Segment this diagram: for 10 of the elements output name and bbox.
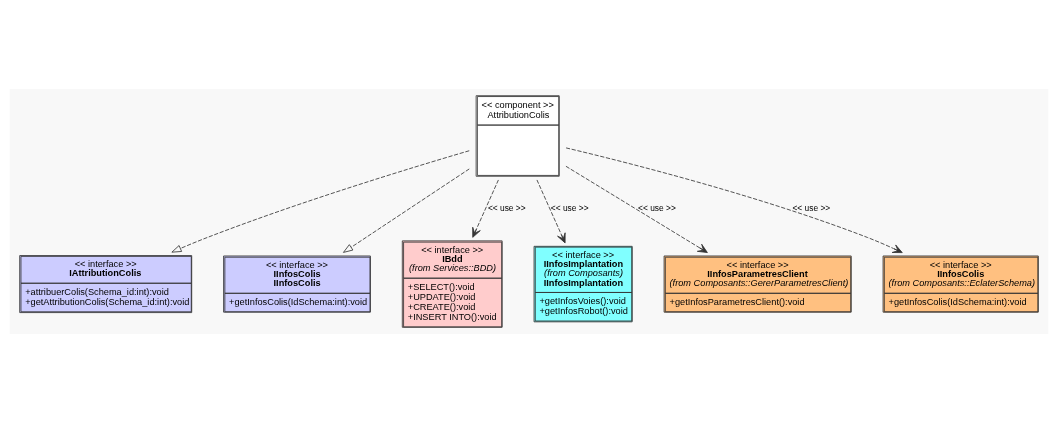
edge-label: << use >>	[792, 202, 831, 213]
arrow	[565, 165, 708, 253]
edge-label: << use >>	[487, 202, 526, 213]
arrow	[536, 179, 566, 244]
arrow	[343, 168, 470, 253]
edge-label: << use >>	[550, 202, 589, 213]
edge-label: << use >>	[638, 202, 676, 213]
arrow	[171, 150, 470, 253]
arrow	[565, 147, 903, 254]
arrow	[472, 179, 499, 238]
